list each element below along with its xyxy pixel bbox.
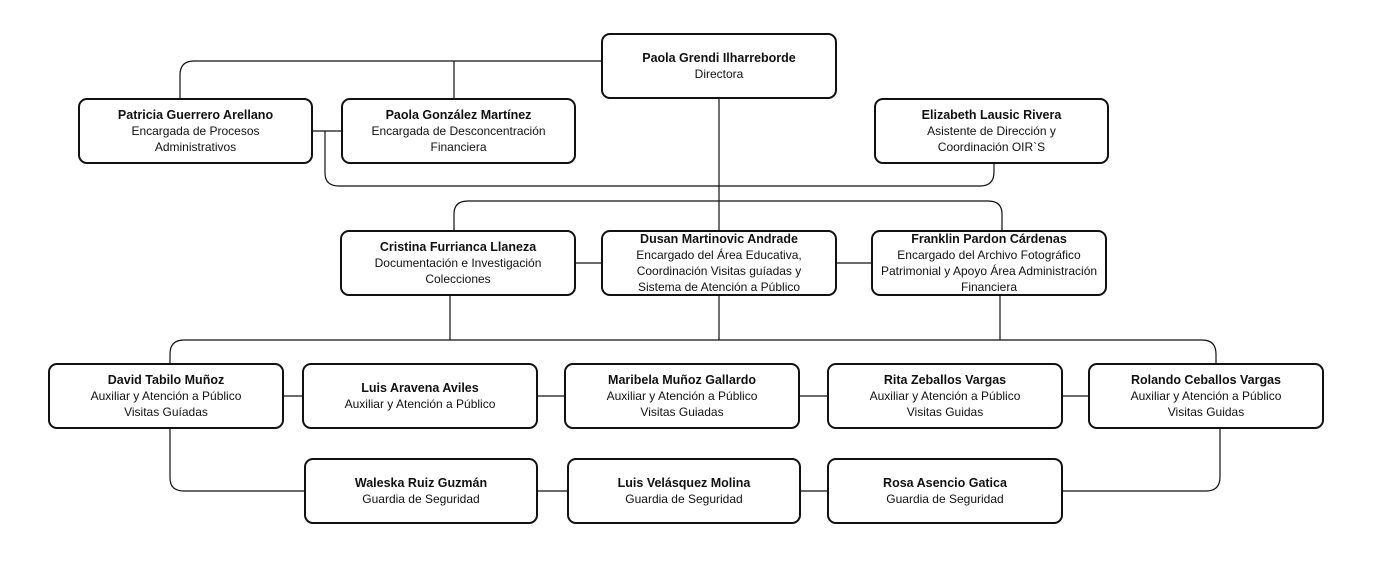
- node-patricia: Patricia Guerrero Arellano Encargada de …: [78, 98, 313, 164]
- node-role: Financiera: [960, 280, 1018, 294]
- node-paola-gonzalez: Paola González Martínez Encargada de Des…: [341, 98, 576, 164]
- node-role: Financiera: [430, 140, 487, 154]
- node-role: Encargada de Desconcentración: [371, 124, 546, 138]
- node-rita: Rita Zeballos Vargas Auxiliar y Atención…: [827, 363, 1063, 429]
- node-rolando: Rolando Ceballos Vargas Auxiliar y Atenc…: [1088, 363, 1324, 429]
- node-name: Cristina Furrianca Llaneza: [379, 240, 537, 254]
- node-role: Guardia de Seguridad: [886, 492, 1004, 506]
- node-name: Paola Grendi Ilharreborde: [642, 51, 796, 65]
- node-role: Coordinación Visitas guíadas y: [636, 264, 802, 278]
- node-role: Visitas Guíadas: [124, 405, 208, 419]
- node-role: Encargado del Área Educativa,: [636, 248, 802, 262]
- node-role: Encargada de Procesos: [131, 124, 260, 138]
- node-dusan: Dusan Martinovic Andrade Encargado del Á…: [601, 230, 837, 296]
- node-name: Dusan Martinovic Andrade: [640, 232, 798, 246]
- node-role: Encargado del Archivo Fotográfico: [897, 248, 1081, 262]
- node-luis-velasquez: Luis Velásquez Molina Guardia de Segurid…: [567, 458, 801, 524]
- node-name: Elizabeth Lausic Rivera: [921, 108, 1062, 122]
- node-luis-aravena: Luis Aravena Aviles Auxiliar y Atención …: [302, 363, 538, 429]
- node-role: Auxiliar y Atención a Público: [606, 389, 758, 403]
- node-director: Paola Grendi Ilharreborde Directora: [601, 33, 837, 99]
- node-name: Rita Zeballos Vargas: [883, 373, 1007, 387]
- node-role: Patrimonial y Apoyo Área Administración: [880, 264, 1098, 278]
- node-role: Guardia de Seguridad: [625, 492, 743, 506]
- node-role: Auxiliar y Atención a Público: [869, 389, 1021, 403]
- node-rosa: Rosa Asencio Gatica Guardia de Seguridad: [827, 458, 1063, 524]
- line-guard-left: [169, 429, 304, 492]
- node-name: David Tabilo Muñoz: [107, 373, 225, 387]
- node-name: Paola González Martínez: [385, 108, 532, 122]
- node-name: Luis Aravena Aviles: [361, 381, 479, 395]
- node-role: Visitas Guidas: [906, 405, 984, 419]
- node-maribela: Maribela Muñoz Gallardo Auxiliar y Atenc…: [564, 363, 800, 429]
- node-name: Luis Velásquez Molina: [617, 476, 751, 490]
- node-role: Administrativos: [154, 140, 237, 154]
- node-role: Sistema de Atención a Público: [637, 280, 801, 294]
- node-role: Guardia de Seguridad: [362, 492, 480, 506]
- node-role: Documentación e Investigación: [374, 256, 542, 270]
- line-bottom-arc: [169, 339, 1217, 363]
- node-role: Visitas Guidas: [1167, 405, 1245, 419]
- node-david: David Tabilo Muñoz Auxiliar y Atención a…: [48, 363, 284, 429]
- line-loop-left: [324, 131, 995, 187]
- node-role: Auxiliar y Atención a Público: [1130, 389, 1282, 403]
- node-waleska: Waleska Ruiz Guzmán Guardia de Seguridad: [304, 458, 538, 524]
- node-name: Rolando Ceballos Vargas: [1130, 373, 1282, 387]
- line-mid-arc: [453, 200, 1003, 230]
- line-guard-right: [1063, 429, 1221, 492]
- node-role: Visitas Guiadas: [640, 405, 724, 419]
- node-role: Asistente de Dirección y: [927, 124, 1056, 138]
- node-name: Maribela Muñoz Gallardo: [608, 373, 756, 387]
- node-name: Patricia Guerrero Arellano: [117, 108, 274, 122]
- node-role: Colecciones: [425, 272, 491, 286]
- node-name: Waleska Ruiz Guzmán: [354, 476, 488, 490]
- node-role: Auxiliar y Atención a Público: [344, 397, 496, 411]
- node-elizabeth: Elizabeth Lausic Rivera Asistente de Dir…: [874, 98, 1109, 164]
- line-top-arc: [179, 60, 601, 98]
- node-role: Directora: [694, 67, 744, 81]
- node-role: Coordinación OIR`S: [937, 140, 1046, 154]
- node-cristina: Cristina Furrianca Llaneza Documentación…: [340, 230, 576, 296]
- node-franklin: Franklin Pardon Cárdenas Encargado del A…: [871, 230, 1107, 296]
- node-name: Franklin Pardon Cárdenas: [911, 232, 1067, 246]
- node-role: Auxiliar y Atención a Público: [90, 389, 242, 403]
- node-name: Rosa Asencio Gatica: [883, 476, 1007, 490]
